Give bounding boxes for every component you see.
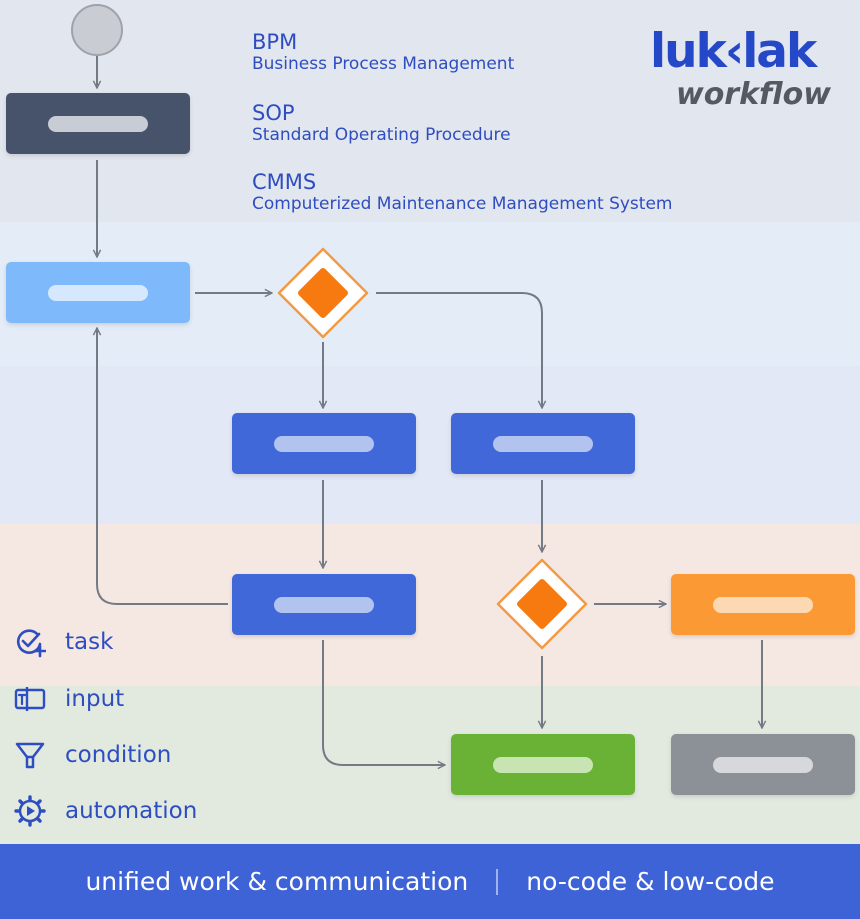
legend-item-condition: condition [14, 739, 234, 771]
logo-subtitle: workflow [675, 77, 831, 112]
decision-node-2 [496, 558, 588, 650]
acronym-bpm: BPM Business Process Management [252, 30, 514, 74]
task-node-c [232, 574, 416, 635]
decision-node-1 [277, 247, 369, 339]
legend-item-automation: automation [14, 795, 234, 827]
acronym-full: Business Process Management [252, 54, 515, 74]
legend-item-input: input [14, 683, 234, 715]
lane-2 [0, 366, 860, 524]
task-icon [16, 629, 46, 658]
footer-banner: unified work & communication no-code & l… [0, 844, 860, 919]
acronym-full: Standard Operating Procedure [252, 125, 511, 145]
footer-left-text: unified work & communication [85, 867, 469, 896]
legend-item-task: task [14, 626, 234, 658]
legend-label: input [65, 686, 125, 712]
automation-icon [14, 795, 46, 827]
acronym-full: Computerized Maintenance Management Syst… [252, 194, 673, 214]
task-node-orange [671, 574, 855, 635]
condition-icon [15, 742, 45, 769]
task-node-a [232, 413, 416, 474]
connector-loop-back [97, 328, 228, 605]
footer-right-text: no-code & low-code [526, 867, 775, 896]
connector-decision1-right [376, 292, 542, 408]
acronym-abbr: BPM [252, 30, 298, 54]
input-icon [14, 687, 46, 711]
task-node-gray [671, 734, 855, 795]
footer-divider [496, 868, 499, 895]
acronym-abbr: SOP [252, 101, 295, 125]
task-node-dark [6, 93, 190, 154]
task-node-green [451, 734, 635, 795]
start-node [71, 4, 123, 56]
connector-task-c-to-green [322, 640, 445, 765]
acronym-sop: SOP Standard Operating Procedure [252, 101, 511, 145]
acronym-abbr: CMMS [252, 170, 317, 194]
legend-label: condition [65, 742, 172, 768]
acronym-cmms: CMMS Computerized Maintenance Management… [252, 170, 672, 214]
task-node-b [451, 413, 635, 474]
legend-label: automation [65, 798, 198, 824]
legend-label: task [65, 629, 114, 655]
logo-brand: luk‹lak [650, 24, 817, 79]
task-node-light [6, 262, 190, 323]
logo: luk‹lak workflow [650, 26, 835, 112]
